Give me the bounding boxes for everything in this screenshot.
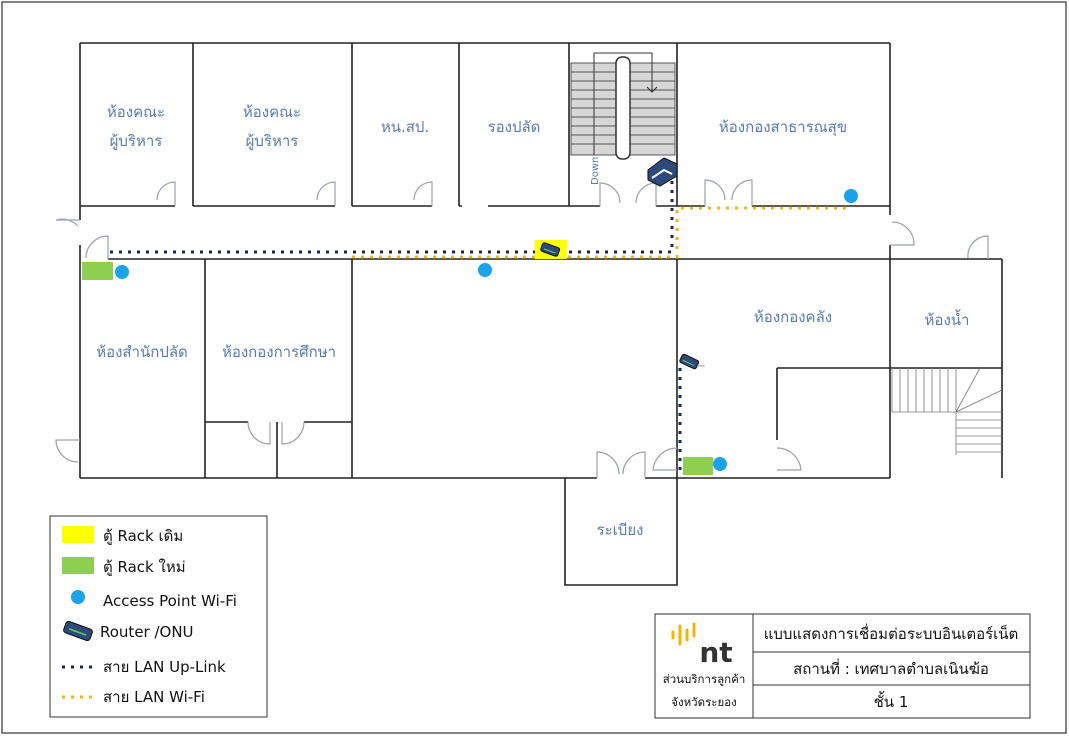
legend-ap: Access Point Wi-Fi bbox=[103, 592, 237, 610]
floor: ชั้น 1 bbox=[874, 691, 909, 711]
router-icon bbox=[679, 353, 705, 370]
room-exec1-line2: ผู้บริหาร bbox=[110, 132, 163, 150]
legend-router: Router /ONU bbox=[100, 623, 194, 641]
access-point-icon bbox=[478, 263, 492, 277]
new-rack-clerk bbox=[82, 262, 113, 280]
title-block: nt ส่วนบริการลูกค้า จังหวัดระยอง แบบแสดง… bbox=[654, 613, 1031, 719]
room-clerk: ห้องสำนักปลัด bbox=[96, 343, 188, 361]
logo-text: nt bbox=[699, 636, 732, 669]
legend: ตู้ Rack เดิม ตู้ Rack ใหม่ Access Point… bbox=[49, 515, 268, 718]
location: สถานที่ : เทศบาลตำบลเนินฆ้อ bbox=[793, 658, 989, 678]
access-point-icon bbox=[713, 457, 727, 471]
onu-printer-icon bbox=[647, 157, 678, 187]
legend-new-rack-swatch bbox=[62, 557, 94, 574]
diagram-title: แบบแสดงการเชื่อมต่อระบบอินเตอร์เน็ต bbox=[764, 623, 1019, 643]
room-finance: ห้องกองคลัง bbox=[754, 308, 832, 326]
room-exec2-line1: ห้องคณะ bbox=[243, 103, 301, 121]
wifi-cable bbox=[352, 206, 852, 259]
org-line1: ส่วนบริการลูกค้า bbox=[663, 672, 746, 686]
room-exec2-line2: ผู้บริหาร bbox=[246, 132, 299, 150]
legend-uplink: สาย LAN Up-Link bbox=[103, 658, 226, 676]
legend-new-rack: ตู้ Rack ใหม่ bbox=[103, 558, 186, 576]
room-labels: ห้องคณะ ผู้บริหาร ห้องคณะ ผู้บริหาร หน.ส… bbox=[96, 103, 969, 539]
org-line2: จังหวัดระยอง bbox=[671, 695, 736, 709]
room-toilet: ห้องน้ำ bbox=[925, 309, 970, 329]
stairs-down-label: Down bbox=[590, 157, 601, 185]
room-deputy: รองปลัด bbox=[488, 118, 541, 136]
room-exec1-line1: ห้องคณะ bbox=[107, 103, 165, 121]
network bbox=[82, 157, 858, 475]
legend-wifi: สาย LAN Wi-Fi bbox=[103, 688, 205, 706]
room-porch: ระเบียง bbox=[597, 521, 644, 539]
stairs-bottom bbox=[891, 367, 1003, 455]
walls bbox=[79, 42, 1003, 586]
access-point-icon bbox=[115, 265, 129, 279]
legend-router-icon bbox=[63, 620, 93, 642]
access-point-icon bbox=[844, 189, 858, 203]
doors bbox=[55, 179, 989, 478]
stairs-top: Down bbox=[570, 52, 676, 185]
new-rack-finance bbox=[683, 457, 713, 475]
router-icon bbox=[540, 242, 561, 257]
uplink-cable bbox=[110, 180, 674, 254]
nt-logo: nt bbox=[671, 622, 733, 669]
legend-old-rack: ตู้ Rack เดิม bbox=[103, 527, 183, 545]
legend-old-rack-swatch bbox=[62, 526, 94, 543]
room-education: ห้องกองการศึกษา bbox=[222, 343, 336, 361]
legend-ap-icon bbox=[71, 590, 85, 604]
room-head: หน.สป. bbox=[381, 118, 429, 136]
room-health: ห้องกองสาธารณสุข bbox=[719, 118, 847, 137]
